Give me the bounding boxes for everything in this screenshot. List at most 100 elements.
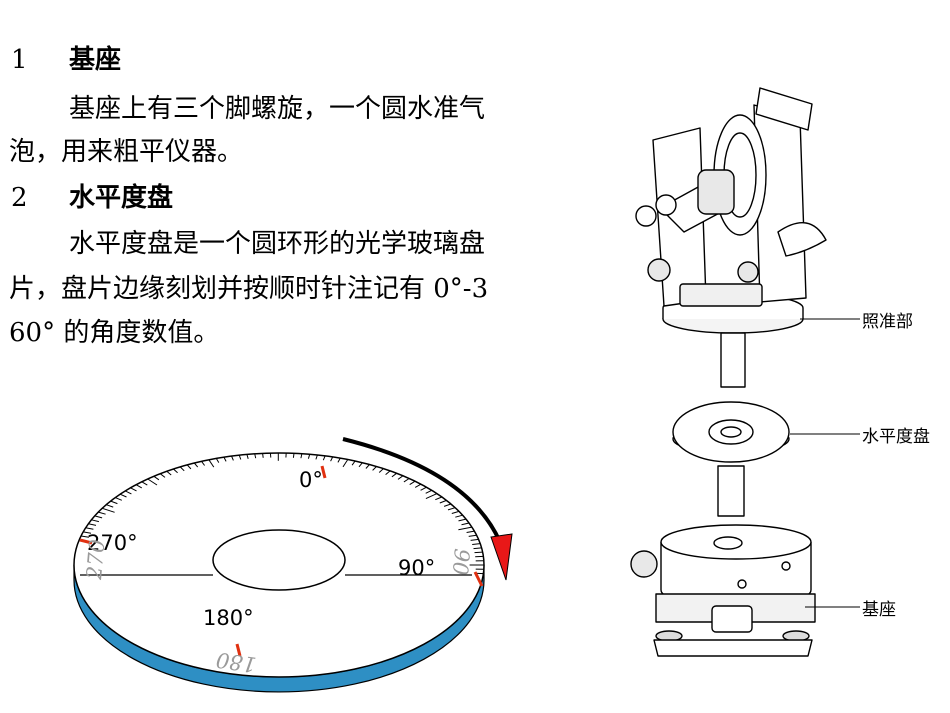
- index-mark-0: [320, 465, 327, 479]
- label-horizontal-circle: 水平度盘: [862, 427, 930, 447]
- dial-tick: [447, 507, 456, 511]
- dial-tick: [397, 475, 404, 480]
- dial-tick: [208, 459, 215, 468]
- dial-tick: [223, 456, 227, 462]
- section-2-line-2: 片，盘片边缘刻划并按顺时针注记有 0°-3: [9, 274, 489, 304]
- dial-label-270: 270°: [87, 531, 138, 555]
- label-alidade: 照准部: [862, 312, 913, 332]
- dial-tick: [365, 464, 370, 469]
- dial-tick: [473, 547, 482, 550]
- section-1-number: 1: [11, 45, 28, 75]
- dial-label-180: 180°: [203, 606, 254, 630]
- dial-tick: [215, 458, 220, 463]
- dial-tick: [91, 519, 100, 523]
- edge-number-90: 90: [448, 548, 474, 577]
- dial-tick: [254, 453, 257, 459]
- dial-tick: [439, 499, 447, 504]
- dial-tick: [115, 497, 122, 501]
- dial-tick: [468, 534, 477, 537]
- dial-tick: [455, 514, 463, 518]
- dial-tick: [262, 453, 264, 458]
- dial-tick: [458, 526, 472, 531]
- dial-tick: [83, 531, 92, 534]
- label-base: 基座: [862, 600, 896, 620]
- dial-tick: [147, 478, 158, 486]
- dial-tick: [159, 473, 166, 478]
- dial-tick: [166, 470, 172, 476]
- dial-tick: [425, 493, 438, 500]
- dial-tick: [186, 464, 192, 470]
- dial-tick: [466, 530, 475, 533]
- dial-label-90: 90°: [398, 556, 435, 580]
- dial-tick: [443, 503, 452, 507]
- dial-tick: [470, 538, 479, 541]
- dial-tick: [337, 457, 341, 463]
- dial-tick: [153, 475, 160, 481]
- dial-tick: [414, 483, 422, 488]
- dial-tick: [119, 493, 127, 498]
- dial-tick: [315, 454, 318, 460]
- dial-tick: [451, 510, 460, 514]
- dial-tick: [88, 523, 97, 526]
- dial-tick: [102, 507, 115, 513]
- dial-tick: [425, 489, 433, 494]
- clockwise-arrowhead: [490, 533, 513, 581]
- section-2-line-3: 60° 的角度数值。: [9, 318, 220, 348]
- dial-tick: [378, 468, 384, 473]
- dial-tick: [409, 480, 416, 486]
- dial-tick: [461, 522, 470, 526]
- dial-tick: [420, 486, 427, 491]
- dial-tick: [403, 478, 410, 483]
- dial-tick: [458, 518, 467, 522]
- dial-tick: [135, 484, 143, 489]
- dial-label-0: 0°: [299, 468, 323, 492]
- dial-tick: [342, 459, 349, 468]
- dial-tick: [130, 487, 137, 492]
- dial-tick: [330, 456, 334, 462]
- dial-tick: [124, 490, 132, 495]
- section-2-title: 水平度盘: [69, 183, 174, 213]
- index-mark-270: [79, 538, 93, 545]
- dial-tick: [385, 470, 391, 475]
- dial-tick: [141, 481, 148, 486]
- dial-tick: [391, 472, 397, 478]
- dial-tick: [98, 511, 106, 515]
- section-1-title: 基座: [69, 45, 122, 75]
- dial-tick: [106, 504, 114, 508]
- dial-tick: [193, 462, 199, 468]
- edge-number-270: 270: [82, 538, 109, 581]
- dial-tick: [292, 453, 295, 458]
- index-mark-90: [473, 571, 484, 587]
- edge-number-180: 180: [215, 647, 258, 676]
- dial-tick: [238, 454, 242, 460]
- dial-tick: [179, 466, 185, 472]
- dial-tick: [201, 461, 206, 466]
- dial-tick: [110, 500, 118, 505]
- section-1-heading: 1 基座: [11, 45, 121, 75]
- section-2-heading: 2 水平度盘: [11, 183, 173, 213]
- dial-tick: [94, 515, 103, 519]
- dial-tick: [358, 462, 363, 468]
- dial-tick: [173, 468, 178, 474]
- dial-inner-hole: [212, 529, 346, 591]
- dial-graduation-ticks: [80, 453, 484, 575]
- dial-tick: [300, 453, 303, 459]
- section-2-number: 2: [11, 183, 28, 213]
- dial-tick: [372, 466, 377, 471]
- dial-tick: [474, 551, 483, 554]
- dial-tick: [472, 543, 481, 545]
- dial-tick: [80, 535, 89, 538]
- clockwise-arrow: [342, 437, 502, 543]
- dial-tick: [307, 454, 311, 459]
- section-2-line-1: 水平度盘是一个圆环形的光学玻璃盘: [69, 229, 486, 259]
- dial-tick: [246, 454, 249, 459]
- dial-tick: [231, 455, 234, 461]
- dial-tick: [435, 496, 443, 501]
- section-1-line-1: 基座上有三个脚螺旋，一个圆水准气: [69, 94, 486, 124]
- index-mark-180: [235, 643, 242, 657]
- dial-tick: [351, 460, 356, 466]
- section-1-line-2: 泡，用来粗平仪器。: [9, 137, 244, 167]
- dial-tick: [85, 527, 94, 530]
